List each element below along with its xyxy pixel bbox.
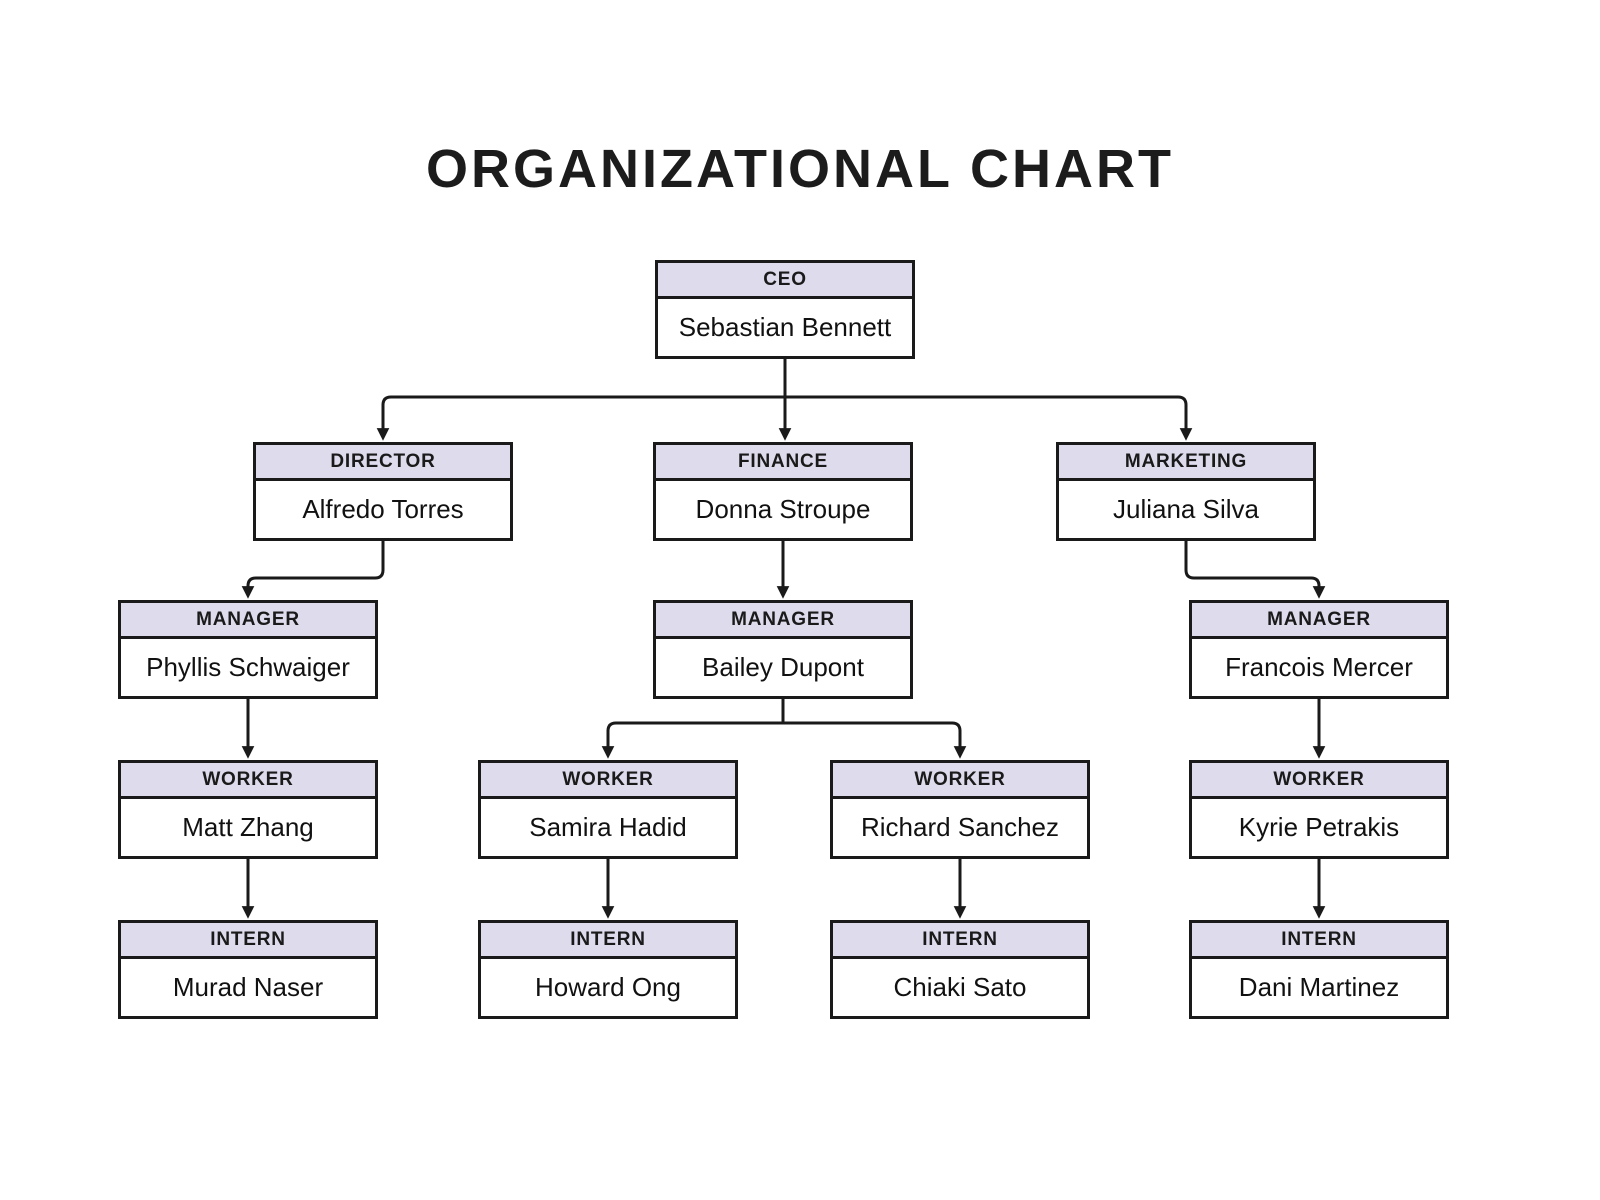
node-intern-2-name: Howard Ong: [535, 972, 681, 1002]
node-director: DIRECTOR Alfredo Torres: [253, 442, 513, 541]
node-worker-finance-1-role: WORKER: [481, 763, 735, 799]
node-manager-director-name: Phyllis Schwaiger: [146, 652, 350, 682]
node-ceo-name: Sebastian Bennett: [678, 312, 892, 342]
node-director-name: Alfredo Torres: [302, 494, 464, 524]
node-intern-1-name: Murad Naser: [172, 972, 324, 1002]
node-finance: FINANCE Donna Stroupe: [653, 442, 913, 541]
node-worker-marketing-name: Kyrie Petrakis: [1238, 812, 1400, 842]
edge-manager-worker-samira: [601, 721, 783, 759]
node-worker-finance-2-name: Richard Sanchez: [861, 812, 1059, 842]
edge-manager-worker-richard: [783, 721, 967, 759]
node-manager-finance-role: MANAGER: [656, 603, 910, 639]
node-intern-4: INTERN Dani Martinez: [1189, 920, 1449, 1019]
node-intern-1: INTERN Murad Naser: [118, 920, 378, 1019]
node-worker-marketing: WORKER Kyrie Petrakis: [1189, 760, 1449, 859]
node-director-role: DIRECTOR: [256, 445, 510, 481]
node-intern-3-name: Chiaki Sato: [893, 972, 1027, 1002]
node-manager-finance-name: Bailey Dupont: [702, 652, 864, 682]
node-manager-director: MANAGER Phyllis Schwaiger: [118, 600, 378, 699]
node-worker-finance-2-role: WORKER: [833, 763, 1087, 799]
node-finance-name: Donna Stroupe: [695, 494, 871, 524]
node-ceo: CEO Sebastian Bennett: [655, 260, 915, 359]
node-worker-finance-2: WORKER Richard Sanchez: [830, 760, 1090, 859]
node-worker-director-name: Matt Zhang: [182, 812, 314, 842]
node-manager-marketing-name: Francois Mercer: [1225, 652, 1413, 682]
node-intern-3-role: INTERN: [833, 923, 1087, 959]
node-marketing: MARKETING Juliana Silva: [1056, 442, 1316, 541]
node-worker-finance-1-name: Samira Hadid: [529, 812, 687, 842]
node-marketing-role: MARKETING: [1059, 445, 1313, 481]
node-intern-2-role: INTERN: [481, 923, 735, 959]
edge-ceo-marketing: [785, 395, 1193, 441]
node-worker-director: WORKER Matt Zhang: [118, 760, 378, 859]
edge-ceo-director: [376, 395, 785, 441]
page-title: ORGANIZATIONAL CHART: [426, 139, 1174, 199]
node-manager-finance: MANAGER Bailey Dupont: [653, 600, 913, 699]
node-manager-marketing: MANAGER Francois Mercer: [1189, 600, 1449, 699]
node-intern-1-role: INTERN: [121, 923, 375, 959]
node-ceo-role: CEO: [658, 263, 912, 299]
edge-director-manager: [241, 538, 385, 599]
node-intern-3: INTERN Chiaki Sato: [830, 920, 1090, 1019]
node-worker-marketing-role: WORKER: [1192, 763, 1446, 799]
node-intern-4-name: Dani Martinez: [1238, 972, 1400, 1002]
edge-marketing-manager: [1184, 538, 1326, 599]
node-manager-director-role: MANAGER: [121, 603, 375, 639]
node-manager-marketing-role: MANAGER: [1192, 603, 1446, 639]
node-finance-role: FINANCE: [656, 445, 910, 481]
node-worker-finance-1: WORKER Samira Hadid: [478, 760, 738, 859]
node-intern-2: INTERN Howard Ong: [478, 920, 738, 1019]
node-marketing-name: Juliana Silva: [1113, 494, 1259, 524]
node-intern-4-role: INTERN: [1192, 923, 1446, 959]
node-worker-director-role: WORKER: [121, 763, 375, 799]
